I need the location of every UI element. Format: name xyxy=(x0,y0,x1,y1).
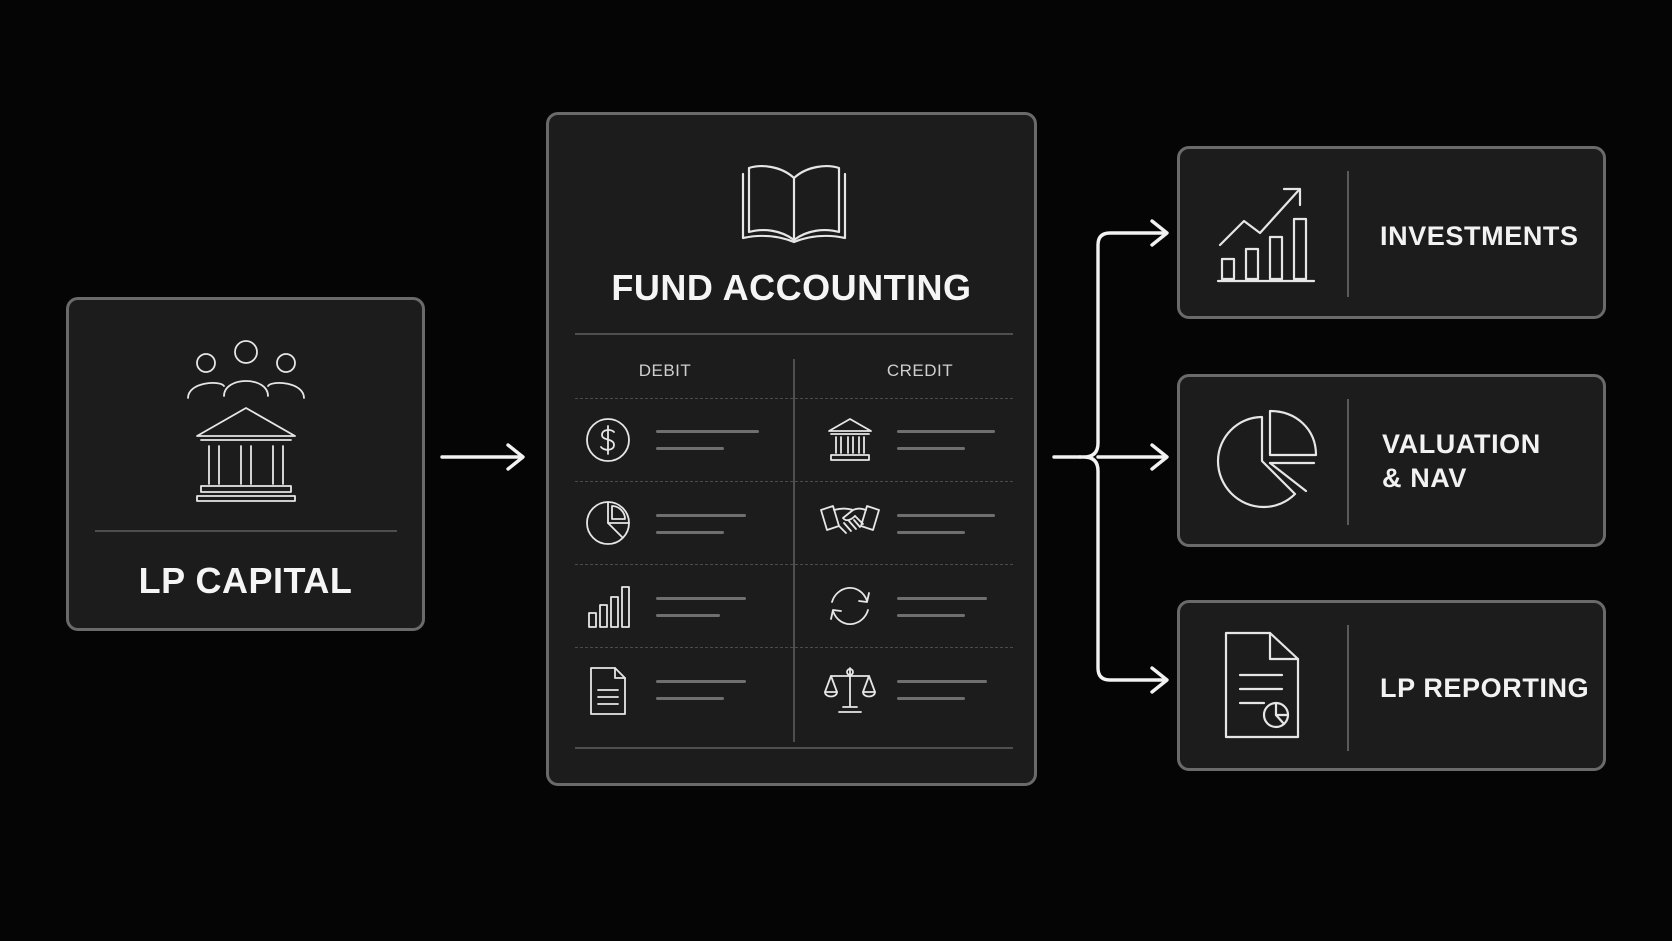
lp-reporting-node: LP REPORTING xyxy=(1177,600,1606,771)
ledger-bottom-divider xyxy=(575,747,1013,749)
fund-accounting-node: FUND ACCOUNTING DEBIT CREDIT xyxy=(546,112,1037,786)
credit-column-header: CREDIT xyxy=(886,361,954,380)
ledger-entry-line xyxy=(656,597,746,600)
fund-title-divider xyxy=(575,333,1013,335)
ledger-entry-line xyxy=(656,614,720,617)
debit-column-header: DEBIT xyxy=(638,361,692,380)
pie-chart-icon xyxy=(586,501,630,545)
ledger-entry-line xyxy=(656,447,724,450)
ledger-entry-line xyxy=(656,680,746,683)
handshake-icon xyxy=(820,505,880,534)
pie-chart-icon xyxy=(1216,409,1318,509)
fund-accounting-title: FUND ACCOUNTING xyxy=(611,267,972,308)
ledger-row-separator xyxy=(575,398,1013,399)
arrowhead-lp-to-fund xyxy=(506,443,525,471)
ledger-row-separator xyxy=(575,481,1013,482)
ledger-entry-line xyxy=(897,447,965,450)
investments-label: INVESTMENTS xyxy=(1380,221,1579,251)
lp-capital-divider xyxy=(95,530,397,532)
dollar-circle-icon xyxy=(586,418,630,462)
lp-reporting-divider xyxy=(1347,625,1349,751)
branch-connector xyxy=(1078,231,1168,682)
bank-building-icon xyxy=(196,407,296,502)
ledger-entry-line xyxy=(656,430,759,433)
valuation-divider xyxy=(1347,399,1349,525)
lp-capital-node: LP CAPITAL xyxy=(66,297,425,631)
ledger-entry-line xyxy=(897,430,995,433)
growth-chart-icon xyxy=(1216,187,1316,283)
ledger-entry-line xyxy=(656,697,724,700)
ledger-entry-line xyxy=(897,697,965,700)
people-group-icon xyxy=(187,340,305,399)
arrowhead-valuation xyxy=(1150,443,1169,471)
balance-scale-icon xyxy=(824,667,876,713)
arrowhead-investments xyxy=(1150,219,1169,247)
investments-node: INVESTMENTS xyxy=(1177,146,1606,319)
ledger-entry-line xyxy=(897,614,965,617)
arrowhead-reporting xyxy=(1150,666,1169,694)
document-icon xyxy=(590,667,626,715)
ledger-entry-line xyxy=(656,531,724,534)
lp-capital-label: LP CAPITAL xyxy=(138,560,353,601)
valuation-nav-node: VALUATION & NAV xyxy=(1177,374,1606,547)
ledger-entry-line xyxy=(897,531,965,534)
bank-icon xyxy=(828,418,872,461)
refresh-cycle-icon xyxy=(830,587,870,625)
lp-reporting-label: LP REPORTING xyxy=(1380,673,1590,703)
ledger-column-divider xyxy=(793,359,795,742)
open-book-icon xyxy=(741,165,847,244)
investments-divider xyxy=(1347,171,1349,297)
ledger-row-separator xyxy=(575,647,1013,648)
ledger-row-separator xyxy=(575,564,1013,565)
ledger-entry-line xyxy=(897,514,995,517)
report-document-icon xyxy=(1224,631,1300,739)
valuation-label-line2: & NAV xyxy=(1382,463,1468,493)
ledger-entry-line xyxy=(897,680,987,683)
bar-chart-icon xyxy=(588,586,630,628)
ledger-entry-line xyxy=(656,514,746,517)
valuation-label-line1: VALUATION xyxy=(1382,429,1541,459)
ledger-entry-line xyxy=(897,597,987,600)
